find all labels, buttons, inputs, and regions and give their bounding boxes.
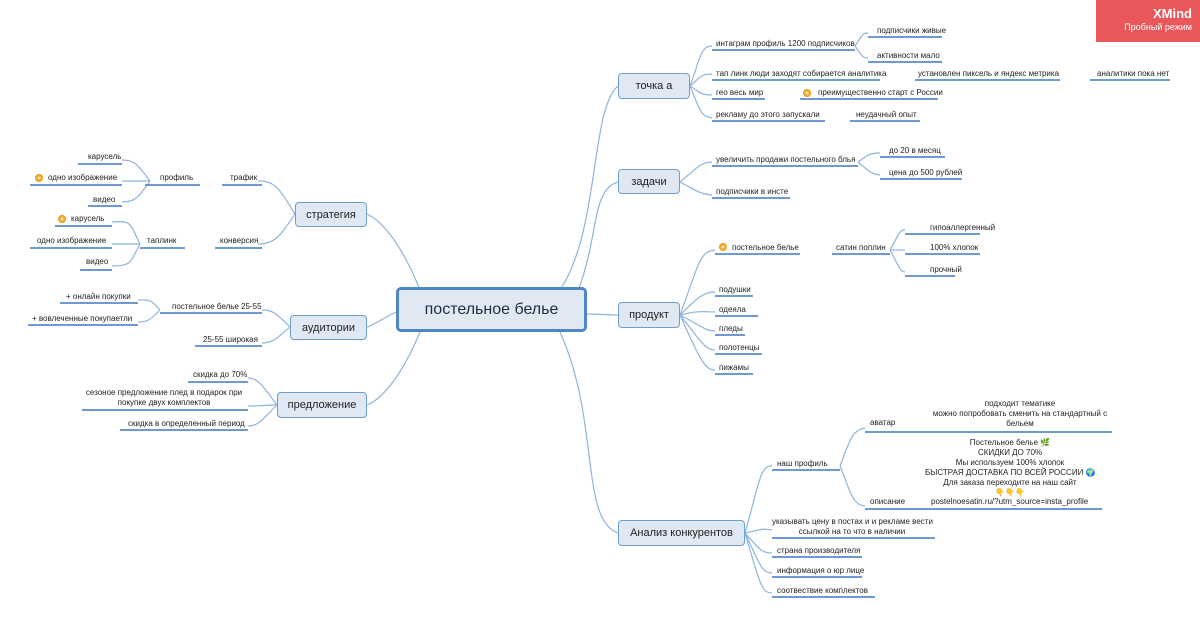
node-subs[interactable]: подписчики в инсте <box>716 187 789 196</box>
node-satin[interactable]: сатин поплин <box>836 243 886 252</box>
central-topic[interactable]: постельное белье <box>396 287 587 332</box>
node-discount[interactable]: скидка до 70% <box>193 370 248 379</box>
star-icon <box>803 89 811 97</box>
node-wide[interactable]: 25-55 широкая <box>203 335 258 344</box>
node-engaged[interactable]: + вовлеченные покупаетли <box>32 314 133 323</box>
node-per-month[interactable]: до 20 в месяц <box>889 146 941 155</box>
star-icon <box>58 215 66 223</box>
node-product-item[interactable]: пижамы <box>719 363 749 372</box>
topic-zadachi[interactable]: задачи <box>618 169 680 194</box>
node-avatar[interactable]: аватар <box>870 418 896 427</box>
node-single-image[interactable]: одно изображение <box>37 236 107 245</box>
node-ig-activity[interactable]: активности мало <box>877 51 940 60</box>
node-avatar-note[interactable]: подходит тематике можно попробовать смен… <box>932 399 1108 428</box>
node-carousel[interactable]: карусель <box>88 152 122 161</box>
node-geo-start[interactable]: преимущественно старт с России <box>818 88 943 97</box>
node-period[interactable]: скидка в определенный период <box>128 419 245 428</box>
topic-produkt[interactable]: продукт <box>618 302 680 328</box>
node-season-offer[interactable]: сезоное предложение плед в подарок при п… <box>85 388 243 407</box>
node-cotton[interactable]: 100% хлопок <box>930 243 979 252</box>
node-audience-25-55[interactable]: постельное белье 25-55 <box>172 302 262 311</box>
node-sets[interactable]: соотвествие комплектов <box>777 586 868 595</box>
xmind-trial-badge[interactable]: XMind Пробный режим <box>1096 0 1200 42</box>
node-country[interactable]: страна производителя <box>777 546 861 555</box>
node-durable[interactable]: прочный <box>930 265 962 274</box>
node-single-image[interactable]: одно изображение <box>48 173 118 182</box>
star-icon <box>719 243 727 251</box>
topic-tochka-a[interactable]: точка а <box>618 73 690 99</box>
node-profile[interactable]: профиль <box>160 173 194 182</box>
node-traffic[interactable]: трафик <box>230 173 258 182</box>
node-taplink[interactable]: тап линк люди заходят собирается аналити… <box>716 69 887 78</box>
node-ads-bad[interactable]: неудачный опыт <box>856 110 917 119</box>
node-product-item[interactable]: подушки <box>719 285 751 294</box>
node-description-text[interactable]: Постельное белье 🌿 СКИДКИ ДО 70% Мы испо… <box>925 438 1096 497</box>
topic-predlozhenie[interactable]: предложение <box>277 392 367 418</box>
node-legal[interactable]: информация о юр лице <box>777 566 865 575</box>
node-our-profile[interactable]: наш профиль <box>777 459 828 468</box>
node-price-posts[interactable]: указывать цену в постах и и рекламе вест… <box>772 517 933 536</box>
node-sales[interactable]: увеличить продажи постельного блья <box>716 155 856 164</box>
node-description[interactable]: описание <box>870 497 906 506</box>
node-bedding[interactable]: постельное белье <box>732 243 799 252</box>
brand-mode: Пробный режим <box>1124 22 1192 32</box>
node-carousel[interactable]: карусель <box>71 214 105 223</box>
node-video[interactable]: видео <box>86 257 109 266</box>
node-product-item[interactable]: пледы <box>719 324 743 333</box>
node-ig-live[interactable]: подписчики живые <box>877 26 947 35</box>
node-online[interactable]: + онлайн покупки <box>66 292 131 301</box>
node-product-item[interactable]: полотенцы <box>719 343 760 352</box>
brand-name: XMind <box>1153 6 1192 21</box>
star-icon <box>35 174 43 182</box>
node-product-item[interactable]: одеяла <box>719 305 746 314</box>
node-ig-profile[interactable]: интаграм профиль 1200 подписчиков <box>716 39 855 48</box>
node-ads[interactable]: рекламу до этого запускали <box>716 110 820 119</box>
node-video[interactable]: видео <box>93 195 116 204</box>
topic-analiz-konkurentov[interactable]: Анализ конкурентов <box>618 520 745 546</box>
node-conversion[interactable]: конверсия <box>220 236 259 245</box>
node-geo[interactable]: гео весь мир <box>716 88 764 97</box>
node-price[interactable]: цена до 500 рублей <box>889 168 963 177</box>
topic-auditorii[interactable]: аудитории <box>290 315 367 340</box>
node-taplink[interactable]: таплинк <box>147 236 177 245</box>
node-pixel[interactable]: установлен пиксель и яндекс метрика <box>918 69 1060 78</box>
node-no-analytics[interactable]: аналитики пока нет <box>1097 69 1170 78</box>
node-hypo[interactable]: гипоаллергенный <box>930 223 996 232</box>
topic-strategiya[interactable]: стратегия <box>295 202 367 227</box>
node-profile-link[interactable]: postelnoesatin.ru/?utm_source=insta_prof… <box>931 497 1089 506</box>
